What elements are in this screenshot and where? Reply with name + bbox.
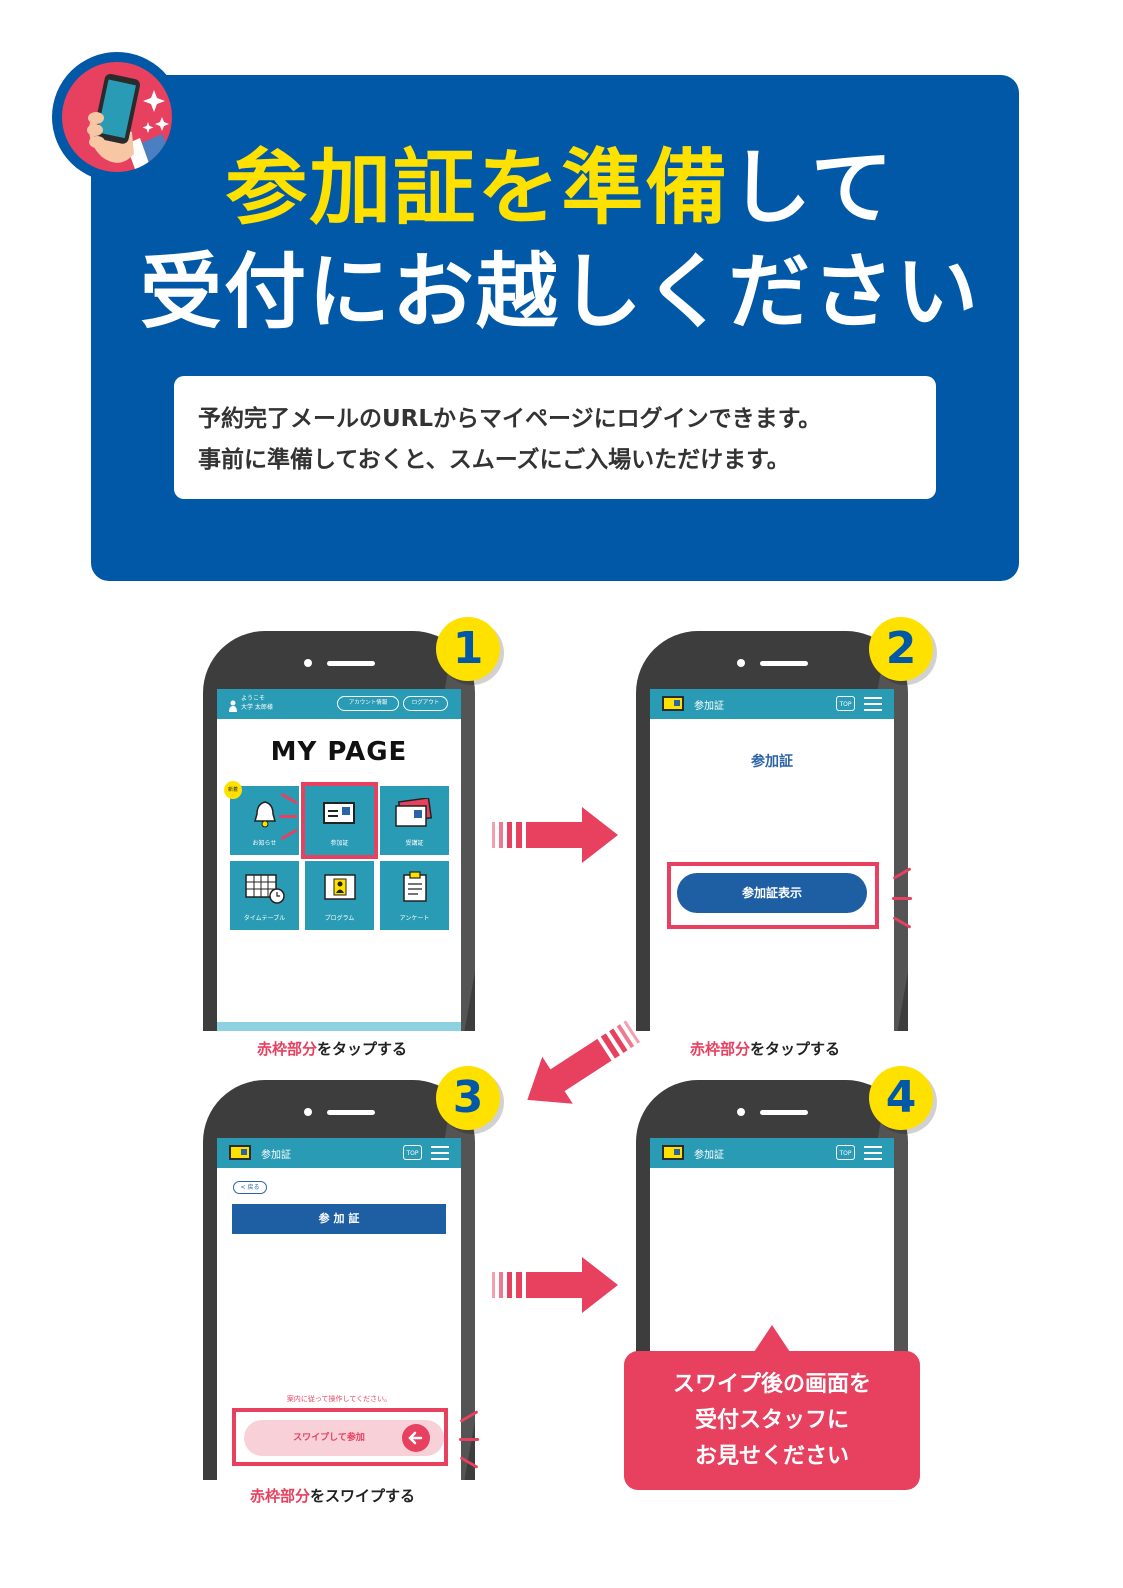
account-info-button[interactable]: アカウント情報 — [337, 696, 399, 711]
swipe-label: スワイプして参加 — [293, 1433, 365, 1443]
arrow-right-icon — [492, 807, 618, 863]
step-badge-2: 2 — [869, 617, 933, 681]
info-box — [174, 376, 936, 499]
speech-bubble — [624, 1351, 920, 1490]
program-person-icon — [324, 874, 356, 900]
phone-step-2: 参加証 TOP 参加証 参加証表示 — [636, 631, 908, 1031]
pass-topbar: 参加証 TOP — [217, 1138, 461, 1168]
tile-program[interactable]: プログラム — [305, 861, 374, 930]
caption-step-2: 赤枠部分をタップする — [690, 1040, 841, 1058]
bell-icon — [254, 801, 276, 828]
bubble-line1: スワイプ後の画面を — [672, 1372, 871, 1397]
logout-button[interactable]: ログアウト — [403, 696, 448, 711]
instruction-text: 案内に従って操作してください。 — [286, 1395, 392, 1403]
arrow-down-left-icon — [527, 1020, 641, 1104]
top-button[interactable]: TOP — [403, 1145, 422, 1160]
timetable-clock-icon — [245, 874, 285, 904]
caption-step-3: 赤枠部分をスワイプする — [250, 1487, 416, 1505]
camera-icon — [737, 659, 745, 667]
tile-timetable[interactable]: タイムテーブル — [230, 861, 299, 930]
pass-card-icon — [323, 802, 355, 824]
tile-certificate[interactable]: 受講証 — [380, 786, 449, 855]
speaker-icon — [327, 1110, 375, 1115]
top-button[interactable]: TOP — [836, 696, 855, 711]
pass-topbar: 参加証 TOP — [650, 1138, 894, 1168]
camera-icon — [304, 1108, 312, 1116]
speech-bubble-tip — [754, 1325, 790, 1352]
welcome-text: ようこそ 大学 太郎様 — [241, 695, 273, 711]
title-highlight: 参加証を準備 — [225, 141, 730, 236]
phone-step-1: ようこそ 大学 太郎様 アカウント情報 ログアウト MY PAGE お知らせ 新… — [203, 631, 475, 1031]
pass-screen: 参加証 TOP 参加証 参加証表示 — [650, 689, 894, 1031]
tile-pass[interactable]: 参加証 — [305, 786, 374, 855]
hamburger-menu-icon[interactable] — [864, 697, 882, 711]
clipboard-icon — [403, 871, 427, 902]
highlight-frame — [667, 862, 879, 929]
highlight-frame — [232, 1408, 448, 1466]
caption-step-1: 赤枠部分をタップする — [257, 1040, 408, 1058]
hamburger-menu-icon[interactable] — [431, 1146, 449, 1160]
info-text-line1: 予約完了メールのURLからマイページにログインできます。 — [198, 406, 822, 432]
hand-holding-smartphone-icon — [52, 52, 182, 182]
phone-step-3: 参加証 TOP < 戻る 参 加 証 案内に従って操作してください。 スワイプし… — [203, 1080, 475, 1480]
new-badge: 新着 — [224, 781, 242, 799]
top-button[interactable]: TOP — [836, 1145, 855, 1160]
title-rest: して — [729, 141, 895, 236]
info-text-line2: 事前に準備しておくと、スムーズにご入場いただけます。 — [198, 447, 790, 473]
pass-topbar: 参加証 TOP — [650, 689, 894, 719]
mypage-topbar: ようこそ 大学 太郎様 アカウント情報 ログアウト — [217, 689, 461, 719]
pass-heading: 参加証 — [751, 754, 793, 770]
pass-card-icon — [662, 696, 684, 711]
camera-icon — [737, 1108, 745, 1116]
speaker-icon — [760, 1110, 808, 1115]
bubble-line2: 受付スタッフに — [694, 1408, 849, 1433]
certificate-cards-icon — [395, 798, 433, 827]
bottom-bar — [217, 1022, 461, 1031]
speaker-icon — [760, 661, 808, 666]
step-badge-1: 1 — [436, 617, 500, 681]
highlight-frame — [301, 782, 378, 859]
pass-banner: 参 加 証 — [232, 1204, 446, 1234]
pass-card-icon — [229, 1145, 251, 1160]
mypage-title: MY PAGE — [270, 737, 408, 767]
swipe-handle[interactable] — [402, 1424, 430, 1452]
mypage-screen: ようこそ 大学 太郎様 アカウント情報 ログアウト MY PAGE お知らせ 新… — [217, 689, 461, 1031]
camera-icon — [304, 659, 312, 667]
page-title-line2: 受付にお越しください — [139, 245, 980, 340]
step-badge-4: 4 — [869, 1066, 933, 1130]
show-pass-button[interactable]: 参加証表示 — [677, 873, 867, 913]
arrow-right-icon — [492, 1257, 618, 1313]
arrow-left-icon — [408, 1431, 423, 1445]
step-badge-3: 3 — [436, 1066, 500, 1130]
page-title-line1: 参加証を準備して — [100, 148, 1020, 230]
user-icon — [229, 697, 237, 712]
speaker-icon — [327, 661, 375, 666]
swipe-screen: 参加証 TOP < 戻る 参 加 証 案内に従って操作してください。 スワイプし… — [217, 1138, 461, 1480]
bubble-line3: お見せください — [694, 1444, 849, 1469]
back-button[interactable]: < 戻る — [233, 1181, 267, 1194]
tile-survey[interactable]: アンケート — [380, 861, 449, 930]
hamburger-menu-icon[interactable] — [864, 1146, 882, 1160]
pass-card-icon — [662, 1145, 684, 1160]
